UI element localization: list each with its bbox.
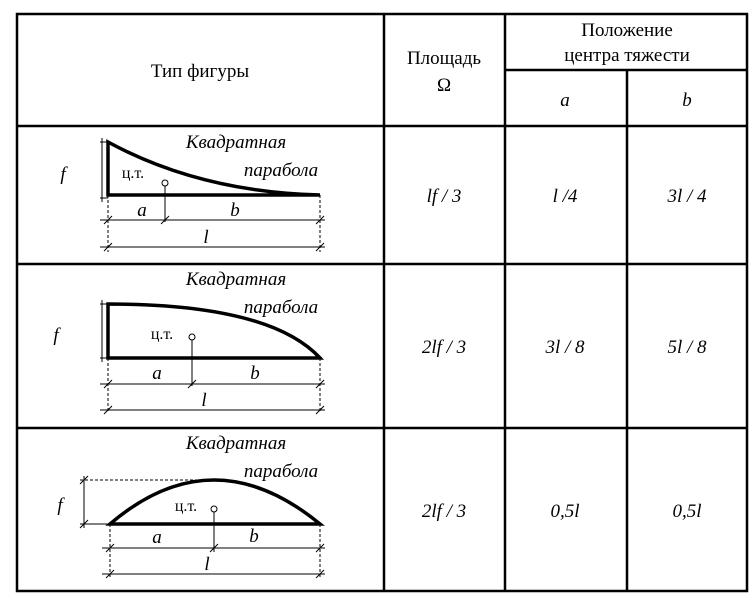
row2-area: 2lf / 3 bbox=[422, 337, 466, 358]
fig1-b-label: b bbox=[230, 200, 240, 221]
fig2-f-label: f bbox=[53, 325, 61, 346]
fig2-b-label: b bbox=[250, 363, 260, 384]
fig2-title2: парабола bbox=[244, 297, 318, 318]
row1-area: lf / 3 bbox=[427, 186, 462, 207]
row2-a: 3l / 8 bbox=[544, 337, 585, 358]
fig1-f-label: f bbox=[60, 164, 68, 185]
table-frame bbox=[15, 12, 749, 593]
figure-1-spandrel: Квадратная парабола f ц.т. a b l bbox=[60, 132, 325, 252]
header-col-a: a bbox=[560, 90, 570, 111]
row3-b: 0,5l bbox=[672, 501, 701, 522]
fig3-cg-point bbox=[210, 505, 218, 513]
header-col-b: b bbox=[682, 90, 692, 111]
header-area-symbol: Ω bbox=[437, 75, 451, 96]
fig3-title1: Квадратная bbox=[185, 433, 286, 454]
row1-b: 3l / 4 bbox=[666, 186, 707, 207]
fig1-ct-label: ц.т. bbox=[122, 165, 144, 182]
fig2-l-label: l bbox=[201, 390, 206, 411]
fig1-a-label: a bbox=[137, 200, 147, 221]
header-cg-line2: центра тяжести bbox=[564, 45, 689, 66]
header-area-line1: Площадь bbox=[407, 48, 481, 69]
fig3-f-label: f bbox=[57, 495, 65, 516]
fig2-ct-label: ц.т. bbox=[151, 326, 173, 343]
fig1-shape bbox=[106, 139, 321, 197]
header-cg-line1: Положение bbox=[581, 20, 673, 41]
fig2-shape bbox=[106, 302, 325, 360]
row1-a: l /4 bbox=[553, 186, 578, 207]
row3-a: 0,5l bbox=[550, 501, 579, 522]
header-figure-type: Тип фигуры bbox=[151, 61, 249, 82]
fig2-a-label: a bbox=[152, 363, 162, 384]
figure-2-half-parabola: Квадратная парабола f ц.т. a b l bbox=[53, 269, 325, 415]
fig3-a-label: a bbox=[152, 527, 162, 548]
fig3-l-label: l bbox=[204, 554, 209, 575]
fig1-cg-point bbox=[161, 179, 169, 187]
row3-area: 2lf / 3 bbox=[422, 501, 466, 522]
fig1-l-label: l bbox=[203, 227, 208, 248]
fig2-title1: Квадратная bbox=[185, 269, 286, 290]
fig2-cg-point bbox=[188, 333, 196, 341]
row2-b: 5l / 8 bbox=[667, 337, 707, 358]
fig3-title2: парабола bbox=[244, 461, 318, 482]
fig3-ct-label: ц.т. bbox=[175, 498, 197, 515]
fig1-title2: парабола bbox=[244, 160, 318, 181]
fig3-b-label: b bbox=[249, 526, 259, 547]
fig3-shape bbox=[105, 478, 325, 526]
fig1-title1: Квадратная bbox=[185, 132, 286, 153]
figure-3-parabolic-segment: Квадратная парабола f ц.т. a b l bbox=[57, 433, 325, 579]
